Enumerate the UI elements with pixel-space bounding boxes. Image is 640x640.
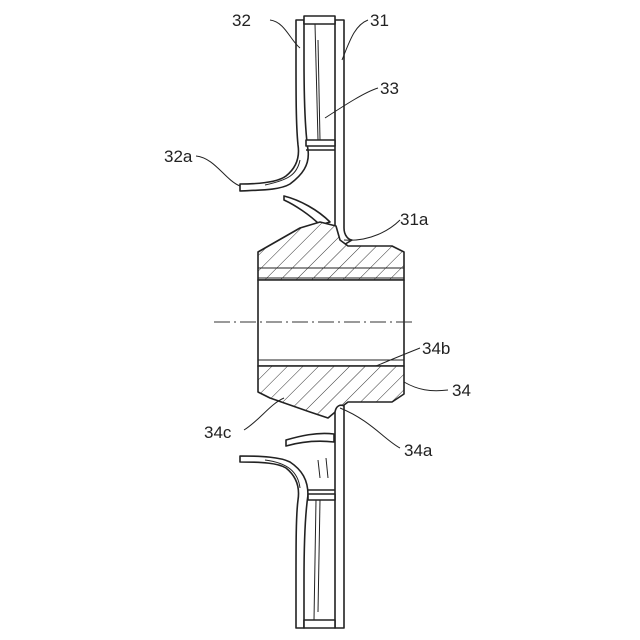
lower-blade-curl: [286, 433, 334, 446]
lower-bottom-cap: [304, 620, 335, 628]
label-31a: 31a: [400, 210, 429, 229]
upper-blade-33: [306, 24, 335, 150]
upper-plate-31: [335, 20, 352, 246]
label-32: 32: [232, 11, 251, 30]
label-34c: 34c: [204, 423, 232, 442]
lower-blade: [308, 458, 335, 620]
label-31: 31: [370, 11, 389, 30]
upper-blade-curl: [284, 196, 330, 225]
hub-34: [258, 222, 404, 418]
label-34a: 34a: [404, 441, 433, 460]
lower-plate: [335, 405, 344, 628]
label-32a: 32a: [164, 147, 193, 166]
lower-shroud: [240, 456, 308, 628]
label-34b: 34b: [422, 339, 450, 358]
label-33: 33: [380, 79, 399, 98]
label-34: 34: [452, 381, 471, 400]
upper-top-cap: [304, 16, 335, 24]
